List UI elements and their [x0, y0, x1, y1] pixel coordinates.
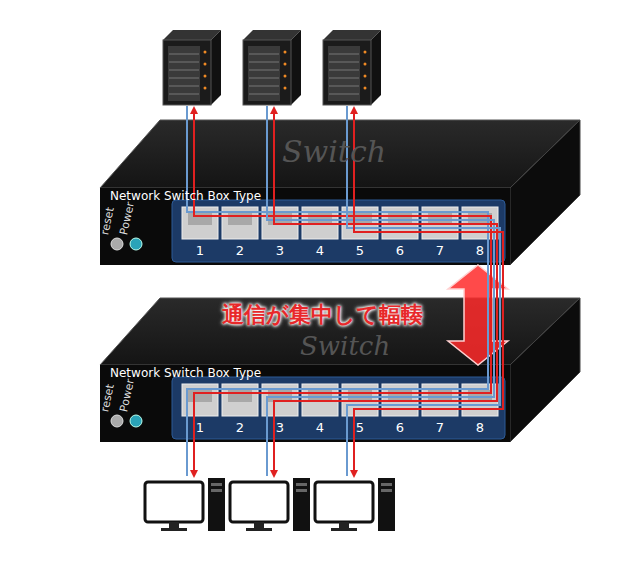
watermark: Switch: [300, 331, 390, 361]
port-number: 5: [340, 420, 380, 435]
watermark: Switch: [282, 134, 386, 169]
server-group: [163, 30, 381, 105]
port-number: 6: [380, 420, 420, 435]
server: [323, 30, 381, 105]
port-number: 6: [380, 243, 420, 258]
power-label: Power: [117, 201, 137, 236]
congestion-label: 通信が集中して輻輳: [222, 300, 423, 330]
pc: [145, 478, 225, 531]
traffic-path: [353, 469, 355, 474]
pc: [315, 478, 395, 531]
port-number: 8: [460, 243, 500, 258]
pc: [230, 478, 310, 531]
server: [243, 30, 301, 105]
traffic-path: [194, 110, 491, 476]
port-number: 7: [420, 243, 460, 258]
reset-label: reset: [98, 383, 117, 413]
port-socket: [228, 390, 252, 402]
port-socket: [228, 213, 252, 225]
switch-body: [100, 298, 580, 442]
port-number: 1: [180, 420, 220, 435]
server: [163, 30, 221, 105]
reset-label: reset: [98, 206, 117, 236]
port-number: 5: [340, 243, 380, 258]
port-number: 3: [260, 420, 300, 435]
port-number: 8: [460, 420, 500, 435]
power-led: [130, 415, 142, 427]
port-number: 7: [420, 420, 460, 435]
power-label: Power: [117, 378, 137, 413]
port-number: 4: [300, 243, 340, 258]
reset-button: [111, 415, 123, 427]
port-number: 4: [300, 420, 340, 435]
reset-button: [111, 238, 123, 250]
model-name: Network Switch Box Type: [110, 366, 261, 380]
switch-front: Network Switch Box Type resetPower 1234567…: [100, 188, 510, 265]
model-name: Network Switch Box Type: [110, 189, 261, 203]
port-socket: [188, 390, 212, 402]
switch-front: Network Switch Box Type resetPower 1234567…: [100, 365, 510, 442]
port-number: 2: [220, 243, 260, 258]
traffic-path: [193, 453, 195, 474]
port-number: 1: [180, 243, 220, 258]
power-led: [130, 238, 142, 250]
pc-group: [145, 478, 395, 531]
lan-cable: [267, 106, 494, 476]
switch-body: [100, 120, 580, 265]
port-number: 2: [220, 420, 260, 435]
lan-cable: [187, 106, 488, 476]
traffic-path: [273, 461, 275, 474]
port-number: 3: [260, 243, 300, 258]
port-socket: [188, 213, 212, 225]
traffic-path: [274, 110, 497, 476]
